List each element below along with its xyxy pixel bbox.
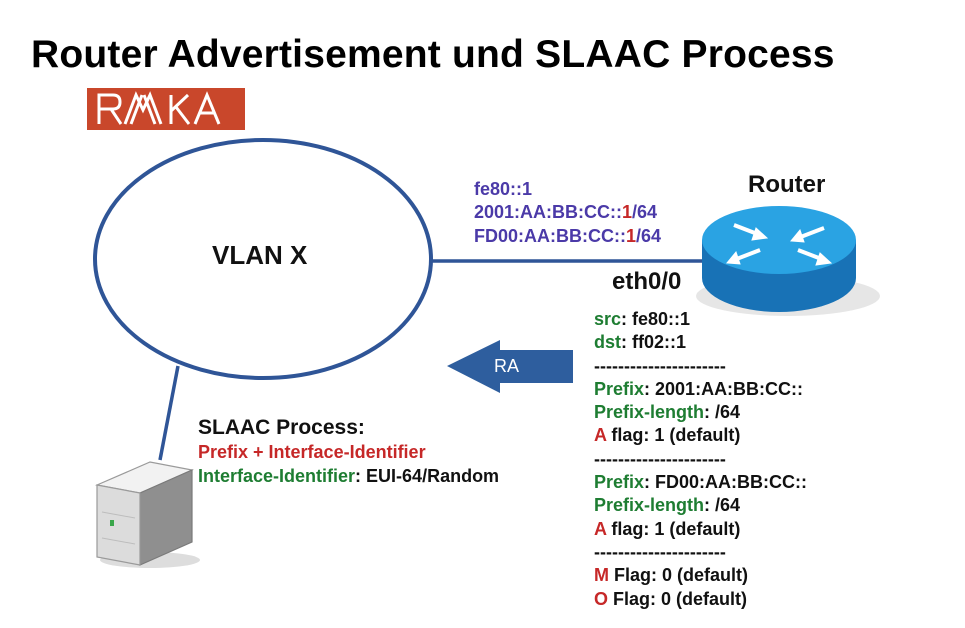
a-flag-value: flag: 1 (default) [606,518,741,539]
router-addresses: fe80::1 2001:AA:BB:CC::1/64 FD00:AA:BB:C… [474,178,661,248]
prefix-length-value: : /64 [704,402,741,423]
o-flag-value: Flag: 0 (default) [608,588,748,609]
prefix-key: Prefix [594,378,645,399]
address-line: FD00:AA:BB:CC::1/64 [474,225,661,248]
address-prefix: 2001:AA:BB:CC:: [474,202,623,223]
separator: ---------------------- [594,355,726,376]
separator: ---------------------- [594,448,726,469]
m-flag-value: Flag: 0 (default) [609,565,748,586]
separator: ---------------------- [594,541,726,562]
prefix-value: : FD00:AA:BB:CC:: [644,472,808,493]
prefix-length-key: Prefix-length [594,495,705,516]
iid-key: Interface-Identifier [198,466,356,486]
address-suffix: /64 [632,202,658,223]
a-flag-value: flag: 1 (default) [606,425,741,446]
dst-key: dst [594,332,621,353]
page-title: Router Advertisement und SLAAC Process [31,33,835,76]
address-prefix: FD00:AA:BB:CC:: [474,225,626,246]
address-host: 1 [625,225,636,246]
dst-value: : ff02::1 [621,332,687,353]
src-value: : fe80::1 [621,309,691,329]
ra-label: RA [494,356,520,376]
slaac-heading: SLAAC Process: [198,416,365,439]
address-line: fe80::1 [474,178,661,201]
router-label: Router [748,171,826,198]
router-icon [696,206,880,316]
slaac-process: SLAAC Process: Prefix + Interface-Identi… [198,415,499,488]
a-flag-key: A [594,518,607,539]
address-prefix: fe80::1 [474,179,533,199]
vlan-ellipse [93,138,433,380]
prefix-length-key: Prefix-length [594,402,705,423]
server-icon [94,461,200,568]
o-flag-key: O [594,588,609,609]
vlan-server-link [158,365,180,461]
interface-label: eth0/0 [612,268,682,295]
ra-message: src: fe80::1 dst: ff02::1 --------------… [594,308,807,611]
prefix-length-value: : /64 [704,495,741,516]
a-flag-key: A [594,425,607,446]
arrow-left-icon [447,340,573,393]
address-host: 1 [622,202,633,223]
vlan-label: VLAN X [212,240,308,270]
m-flag-key: M [594,565,609,586]
address-suffix: /64 [636,225,662,246]
iid-value: : EUI-64/Random [355,466,500,486]
prefix-value: : 2001:AA:BB:CC:: [644,378,804,399]
slaac-formula: Prefix + Interface-Identifier [198,442,426,462]
src-key: src [594,309,622,329]
address-line: 2001:AA:BB:CC::1/64 [474,201,661,224]
rakka-logo [87,88,245,130]
prefix-key: Prefix [594,472,645,493]
